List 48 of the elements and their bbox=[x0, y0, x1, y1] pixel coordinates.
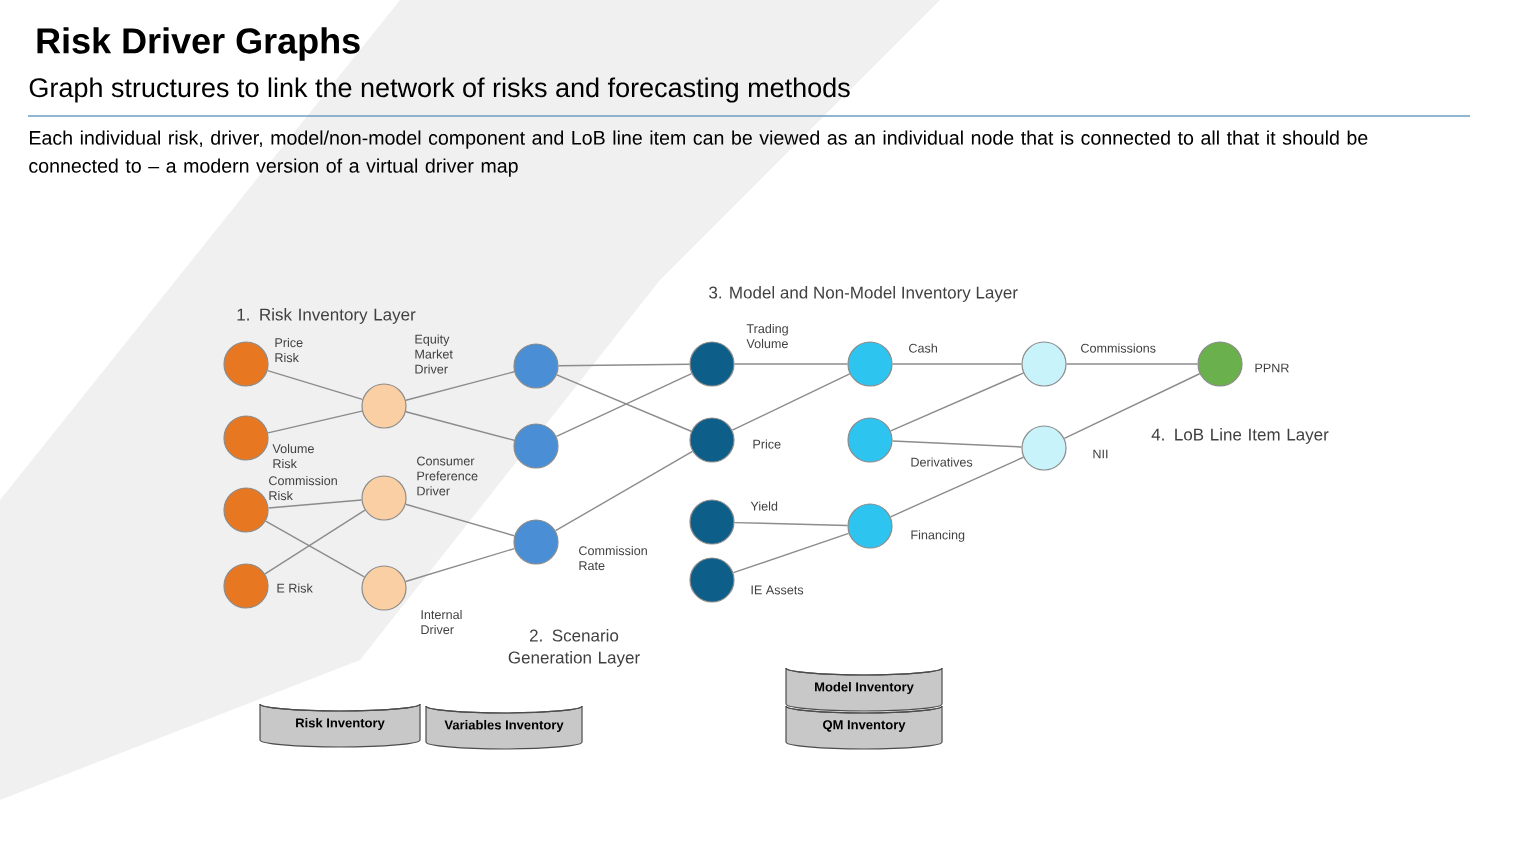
connector-line bbox=[891, 440, 1023, 448]
circle-node bbox=[689, 499, 735, 545]
connector-line bbox=[554, 450, 694, 532]
connector-line bbox=[264, 509, 366, 575]
circle-node bbox=[361, 383, 407, 429]
circle-node bbox=[513, 423, 559, 469]
connector-line bbox=[267, 410, 363, 434]
circle-node bbox=[513, 519, 559, 565]
connector-line bbox=[733, 363, 849, 365]
circle-node bbox=[223, 415, 269, 461]
connector-line bbox=[890, 372, 1024, 432]
connector-line bbox=[731, 373, 851, 431]
connector-line bbox=[267, 499, 363, 509]
layer-label: 4. LoB Line Item Layer bbox=[1151, 428, 1329, 444]
circle-node bbox=[847, 417, 893, 463]
connector-line bbox=[405, 411, 515, 441]
title: Risk Driver Graphs bbox=[37, 27, 360, 61]
connector-line bbox=[557, 363, 691, 367]
connector-line bbox=[404, 547, 516, 583]
layer-label: 1. Risk Inventory Layer bbox=[237, 308, 416, 324]
connector-line bbox=[1063, 373, 1201, 439]
connector-line bbox=[1065, 363, 1199, 365]
circle-node bbox=[689, 341, 735, 387]
circle-node bbox=[361, 475, 407, 521]
description: Each individual risk, driver, model/non-model component and LoB line item can be viewed as an individual node that is connected to all that it should be connected to – a modern version of a virtual driver map bbox=[29, 130, 1368, 177]
circle-node bbox=[689, 417, 735, 463]
connector-line bbox=[891, 363, 1023, 365]
connector-line bbox=[266, 369, 364, 401]
circle-node bbox=[223, 487, 269, 533]
connector-line bbox=[265, 520, 366, 578]
circle-node bbox=[513, 343, 559, 389]
connector-line bbox=[405, 371, 515, 401]
circle-node bbox=[1021, 341, 1067, 387]
circle-node bbox=[847, 341, 893, 387]
connector-line bbox=[889, 456, 1025, 518]
circle-node bbox=[1197, 341, 1243, 387]
connector-line bbox=[733, 521, 849, 527]
circle-node bbox=[1021, 425, 1067, 471]
connector-line bbox=[405, 503, 515, 537]
connector-line bbox=[732, 532, 850, 574]
circle-node bbox=[689, 557, 735, 603]
layer-label: 3. Model and Non-Model Inventory Layer bbox=[709, 286, 1018, 302]
circle-node bbox=[223, 341, 269, 387]
circle-node bbox=[847, 503, 893, 549]
circle-node bbox=[361, 565, 407, 611]
layer-label: 2. Scenario Generation Layer bbox=[508, 629, 640, 667]
circle-node bbox=[223, 563, 269, 609]
subtitle: Graph structures to link the network of risks and forecasting methods bbox=[29, 77, 850, 103]
